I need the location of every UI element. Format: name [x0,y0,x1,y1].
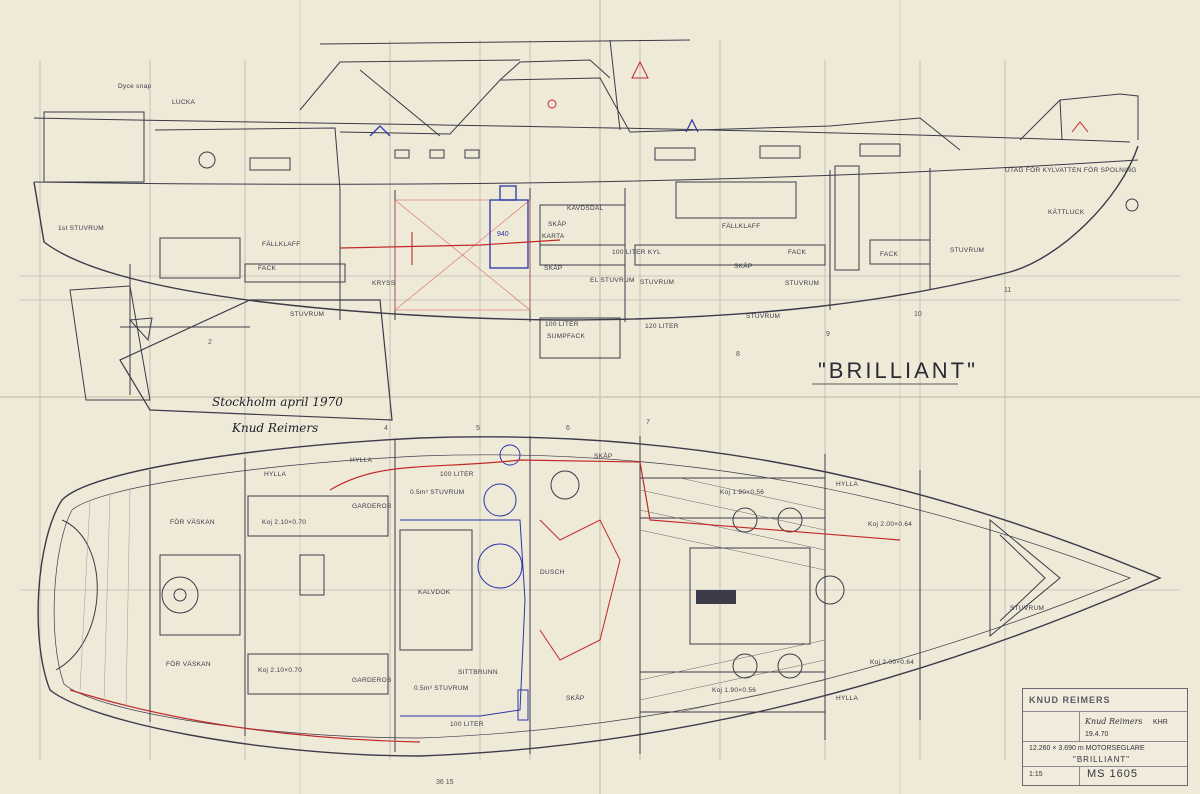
title-block-description: 12.260 × 3.690 m MOTORSEGLARE [1029,745,1145,752]
label-dyce-snap: Dyce snap [118,83,151,90]
label-koj-2: Koj 2.10×0.70 [258,667,302,674]
profile-view [33,39,1139,421]
label-100-liter: 100 LITER [545,321,579,328]
label-el: EL STUVRUM [590,277,635,284]
drawing-title: "BRILLIANT" [818,358,978,383]
label-kalvdok: KALVDOK [418,589,451,596]
label-karta: KARTA [542,233,565,240]
label-stuvrum-4: STUVRUM [746,313,780,320]
title-block-date: 19.4.70 [1085,731,1109,738]
label-stuvrum-sea: STUVRUM [785,280,819,287]
label-stuvrum-5: STUVRUM [950,247,984,254]
station-numbers: 2 4 5 6 7 8 9 10 11 [208,287,1011,432]
title-block-scale: 1:15 [1029,771,1043,778]
title-block-rule [1023,711,1187,712]
label-fack-2: FACK [788,249,807,256]
title-block-firm: KNUD REIMERS [1029,695,1111,705]
label-skap-p2: SKÅP [594,451,613,460]
label-kavdsdal: KAVDSDAL [567,205,604,212]
label-stuvrum-3: STUVRUM [640,279,674,286]
label-kryss: KRYSS [372,280,396,287]
label-koj-4: Koj 1.90×0.56 [712,687,756,694]
label-hylla-4: HYLLA [836,695,858,702]
margin-note: 36 15 [436,779,454,786]
station-5: 5 [476,425,480,432]
label-hylla-3: HYLLA [836,481,858,488]
label-koj-3: Koj 1.90×0.56 [720,489,764,496]
label-skap-3: SKÅP [548,219,567,228]
label-dusch: DUSCH [540,569,565,576]
label-for-vaskan-2: FÖR VÄSKAN [166,660,211,668]
label-100-liter-2: 100 LITER [440,471,474,478]
station-7: 7 [646,419,650,426]
label-skap-2: SKÅP [734,261,753,270]
label-tank: 940 [497,231,509,238]
label-kattlock: KÄTTLUCK [1048,208,1085,216]
label-koj-5: Koj 2.00×0.64 [868,521,912,528]
label-utag: UTAG FÖR KYLVATTEN FÖR SPOLNING [1005,166,1137,174]
label-hylla-1: HYLLA [264,471,286,478]
station-9: 9 [826,331,830,338]
label-sumpfack: SUMPFACK [547,333,586,340]
label-skap-1: SKÅP [544,263,563,272]
label-stuvrum-p2: 0.5m³ STUVRUM [414,685,468,692]
label-lucka: LUCKA [172,99,196,106]
profile-text: Dyce snap LUCKA 1st STUVRUM STUVRUM STUV… [58,83,1137,340]
signature-name: Knud Reimers [231,421,318,435]
label-kyl: 100 LITER KYL [612,249,661,256]
label-fack-1: FACK [258,265,277,272]
label-garderob-2: GARDEROB [352,677,392,684]
label-sittbrunn: SITTBRUNN [458,669,498,676]
title-block-initials: KHR [1153,719,1168,726]
station-4: 4 [384,425,388,432]
signature-place-date: Stockholm april 1970 [212,395,343,409]
label-stuvrum-for: STUVRUM [1010,605,1044,612]
title-block-drawing-number: MS 1605 [1087,768,1139,780]
station-10: 10 [914,311,922,318]
station-6: 6 [566,425,570,432]
label-for-vaskan-1: FÖR VÄSKAN [170,518,215,526]
title-block-divider [1079,766,1080,785]
title-block: KNUD REIMERS Knud Reimers KHR 19.4.70 12… [1022,688,1188,786]
label-koj-6: Koj 2.00×0.64 [870,659,914,666]
station-8: 8 [736,351,740,358]
label-fack-3: FACK [880,251,899,258]
label-koj-1: Koj 2.10×0.70 [262,519,306,526]
label-skap-p1: SKÅP [566,693,585,702]
label-hylla-2: HYLLA [350,457,372,464]
label-fallklaff-1: FÄLLKLAFF [262,240,300,248]
label-stuvrum-aft: 1st STUVRUM [58,225,104,232]
title-block-divider [1079,711,1080,741]
plan-text: HYLLA HYLLA HYLLA HYLLA FÖR VÄSKAN FÖR V… [166,451,1044,728]
plan-view [37,436,1162,757]
label-stuvrum-2: STUVRUM [290,311,324,318]
title-block-rule [1023,766,1187,767]
label-120-liter: 120 LITER [645,323,679,330]
label-stuvrum-p1: 0.5m³ STUVRUM [410,489,464,496]
label-100-liter-3: 100 LITER [450,721,484,728]
label-garderob-1: GARDEROB [352,503,392,510]
title-block-signature: Knud Reimers [1085,717,1143,726]
station-2: 2 [208,339,212,346]
station-11: 11 [1004,287,1011,294]
title-block-boat-name: "BRILLIANT" [1073,755,1131,764]
title-block-rule [1023,741,1187,742]
label-fallklaff-2: FÄLLKLAFF [722,222,760,230]
